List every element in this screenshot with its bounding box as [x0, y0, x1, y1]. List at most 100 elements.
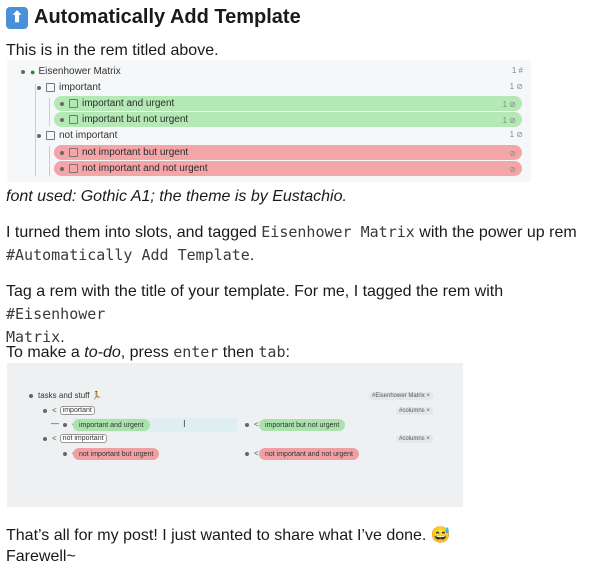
code-automatically-add-template: #Automatically Add Template: [6, 246, 250, 264]
slot-not-important-and-not-urgent[interactable]: not important and not urgent: [259, 448, 359, 460]
code-eisenhower-tag: #Eisenhower: [6, 305, 106, 323]
indent-guide: [49, 98, 50, 126]
reference-count: 1 ⊘: [509, 130, 523, 139]
slot-important-and-urgent: important and urgent 1 ⊘: [54, 96, 522, 111]
paragraph-tag: Tag a rem with the title of your templat…: [6, 281, 594, 349]
bullet-icon: [60, 150, 64, 155]
text: :: [285, 344, 290, 361]
rem-important: < important: [43, 406, 95, 415]
rem-eisenhower-matrix: ● Eisenhower Matrix: [21, 64, 517, 79]
bullet-row: <: [245, 449, 262, 458]
slot-not-important-and-not-urgent: not important and not urgent ⊘: [54, 161, 522, 176]
template-icon: [69, 148, 78, 157]
tag-columns: #columns ×: [396, 435, 433, 443]
indent-guide: [35, 84, 36, 176]
text: I turned them into slots, and tagged: [6, 224, 262, 241]
code-tab: tab: [258, 343, 286, 361]
share-icon: <: [52, 406, 57, 415]
rem-text: important: [59, 406, 95, 415]
intro-text: This is in the rem titled above.: [6, 42, 219, 59]
paragraph-todo: To make a to-do, press enter then tab:: [6, 341, 594, 364]
text: then: [218, 344, 259, 361]
bullet-icon: [63, 422, 67, 427]
bullet-icon: [60, 166, 64, 171]
template-icon: [46, 131, 55, 140]
text: .: [249, 247, 255, 264]
eisenhower-matrix-screenshot: ● Eisenhower Matrix 1 # important 1 ⊘ im…: [7, 60, 531, 182]
text: .: [60, 329, 65, 346]
tag-text: #columns: [399, 408, 425, 414]
template-icon: [69, 99, 78, 108]
post-title-text: Automatically Add Template: [34, 6, 301, 28]
bullet-icon: [60, 101, 64, 106]
reference-count: 1 ⊘: [509, 82, 523, 91]
screenshot-caption: font used: Gothic A1; the theme is by Eu…: [6, 188, 347, 205]
bullet-icon: [21, 69, 25, 74]
text-cursor-icon: I: [183, 419, 186, 430]
rem-text: not important and not urgent: [82, 163, 208, 174]
indent-guide: [49, 146, 50, 176]
tag-text: #columns: [399, 436, 425, 442]
slot-important-but-not-urgent[interactable]: important but not urgent: [259, 419, 346, 431]
farewell-text: Farewell~: [6, 548, 76, 565]
bullet-icon: [245, 451, 249, 456]
running-emoji-icon: 🏃: [91, 391, 102, 400]
text: , press: [120, 344, 174, 361]
post-title: ⬆ Automatically Add Template: [6, 6, 301, 29]
slot-not-important-but-urgent: not important but urgent ⊘: [54, 145, 522, 160]
template-icon: [46, 83, 55, 92]
bullet-icon: [60, 117, 64, 122]
emphasis-todo: to-do: [84, 344, 121, 361]
bullet-icon: [37, 85, 41, 90]
reference-count: 1 ⊘: [502, 100, 516, 109]
tag-text: #Eisenhower Matrix: [372, 393, 425, 399]
rem-text: tasks and stuff: [38, 391, 90, 400]
rem-text: not important but urgent: [82, 147, 189, 158]
share-icon: <: [254, 449, 259, 458]
code-matrix: Matrix: [6, 328, 61, 346]
bullet-icon: [63, 451, 67, 456]
code-eisenhower-matrix: Eisenhower Matrix: [261, 223, 415, 241]
bullet-icon: [245, 422, 249, 427]
up-arrow-icon: ⬆: [6, 6, 28, 29]
closing-line: That’s all for my post! I just wanted to…: [6, 525, 594, 547]
rem-not-important: not important: [37, 128, 117, 143]
rem-not-important: < not important: [43, 434, 107, 443]
text: Tag a rem with the title of your templat…: [6, 283, 504, 300]
rem-text: important: [59, 82, 101, 93]
reference-count: 1 #: [511, 66, 523, 75]
rem-text: not important: [59, 130, 118, 141]
rem-text: important and urgent: [82, 98, 175, 109]
share-icon: <: [254, 420, 259, 429]
share-icon: <: [52, 434, 57, 443]
lightbulb-icon: ●: [30, 66, 36, 77]
tag-eisenhower-matrix: #Eisenhower Matrix ×: [369, 392, 433, 400]
rem-text: Eisenhower Matrix: [38, 66, 121, 77]
reference-count: 1 ⊘: [502, 116, 516, 125]
template-icon: [69, 164, 78, 173]
sweat-smile-emoji-icon: 😅: [430, 527, 451, 544]
slot-not-important-but-urgent[interactable]: not important but urgent: [73, 448, 160, 460]
text: That’s all for my post! I just wanted to…: [6, 527, 427, 544]
slot-important-and-urgent[interactable]: important and urgent: [73, 419, 150, 431]
code-enter: enter: [173, 343, 219, 361]
reference-count: ⊘: [509, 165, 516, 174]
tasks-screenshot: tasks and stuff 🏃 #Eisenhower Matrix × <…: [7, 363, 463, 507]
paragraph-slots: I turned them into slots, and tagged Eis…: [6, 221, 594, 267]
bullet-icon: [29, 393, 33, 398]
bullet-icon: [37, 133, 41, 138]
reference-count: ⊘: [509, 149, 516, 158]
text: with the power up rem: [414, 224, 577, 241]
template-icon: [69, 115, 78, 124]
rem-text: not important: [59, 434, 107, 443]
bullet-row: <: [245, 420, 262, 429]
tag-columns: #columns ×: [396, 407, 433, 415]
text: To make a: [6, 344, 85, 361]
slot-important-but-not-urgent: important but not urgent 1 ⊘: [54, 112, 522, 127]
rem-text: important but not urgent: [82, 114, 189, 125]
rem-tasks-and-stuff: tasks and stuff 🏃: [29, 391, 101, 400]
bullet-icon: [43, 436, 47, 441]
bullet-icon: [43, 408, 47, 413]
row-indent-marker: —: [51, 419, 59, 428]
rem-important: important: [37, 80, 101, 95]
